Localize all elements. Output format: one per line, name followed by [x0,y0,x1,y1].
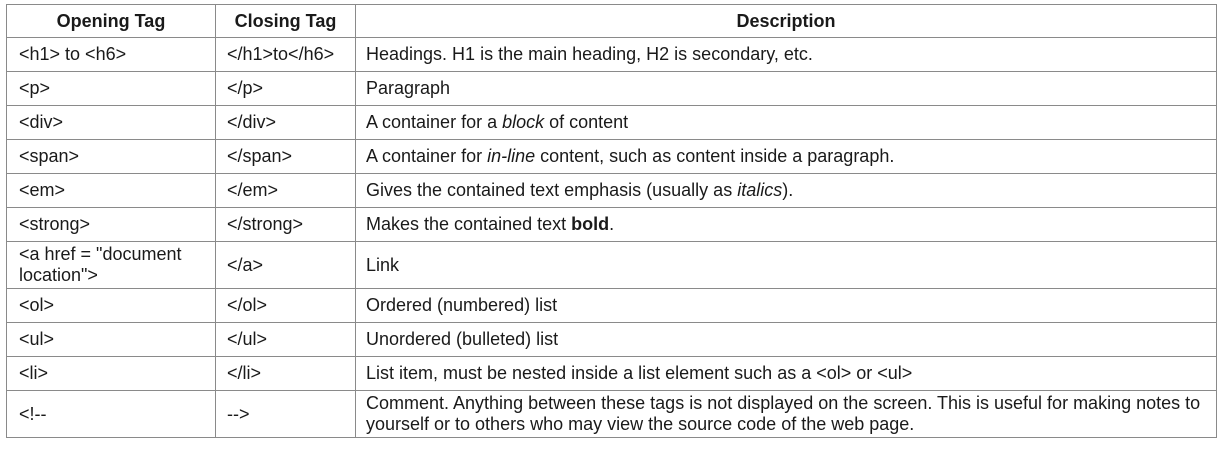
closing-tag-cell: </span> [215,139,356,174]
table-row: <a href = "document location"> </a> Link [6,241,1217,289]
closing-tag-cell: </ul> [215,322,356,357]
table-row: <ol> </ol> Ordered (numbered) list [6,288,1217,323]
opening-tag-cell: <div> [6,105,216,140]
closing-tag-cell: </ol> [215,288,356,323]
description-cell: Makes the contained text bold. [355,207,1217,242]
description-text: . [609,214,615,234]
description-text: content, such as content inside a paragr… [535,146,895,166]
description-cell: List item, must be nested inside a list … [355,356,1217,391]
description-cell: Link [355,241,1217,289]
table-row: <ul> </ul> Unordered (bulleted) list [6,322,1217,357]
table-row: <span> </span> A container for in-line c… [6,139,1217,174]
description-cell: Comment. Anything between these tags is … [355,390,1217,438]
table-row: <!-- --> Comment. Anything between these… [6,390,1217,438]
closing-tag-cell: </strong> [215,207,356,242]
closing-tag-cell: </div> [215,105,356,140]
table-row: <div> </div> A container for a block of … [6,105,1217,140]
closing-tag-cell: </p> [215,71,356,106]
header-description: Description [355,4,1217,38]
opening-tag-cell: <strong> [6,207,216,242]
header-closing-tag: Closing Tag [215,4,356,38]
opening-tag-cell: <span> [6,139,216,174]
description-text: Gives the contained text emphasis (usual… [366,180,738,200]
description-cell: A container for in-line content, such as… [355,139,1217,174]
opening-tag-cell: <h1> to <h6> [6,37,216,72]
description-cell: Ordered (numbered) list [355,288,1217,323]
table-row: <h1> to <h6> </h1>to</h6> Headings. H1 i… [6,37,1217,72]
description-text: ). [782,180,794,200]
table-header-row: Opening Tag Closing Tag Description [6,4,1217,38]
table-row: <li> </li> List item, must be nested ins… [6,356,1217,391]
closing-tag-cell: </h1>to</h6> [215,37,356,72]
html-tags-table: Opening Tag Closing Tag Description <h1>… [6,4,1217,438]
opening-tag-cell: <p> [6,71,216,106]
opening-tag-cell: <!-- [6,390,216,438]
description-cell: Gives the contained text emphasis (usual… [355,173,1217,208]
description-italic-text: italics [737,180,783,200]
description-text: of content [544,112,629,132]
description-text: Makes the contained text [366,214,572,234]
description-text: A container for a [366,112,503,132]
table-row: <p> </p> Paragraph [6,71,1217,106]
table-row: <strong> </strong> Makes the contained t… [6,207,1217,242]
description-italic-text: in-line [487,146,536,166]
closing-tag-cell: --> [215,390,356,438]
opening-tag-cell: <ul> [6,322,216,357]
description-cell: Paragraph [355,71,1217,106]
closing-tag-cell: </a> [215,241,356,289]
table-row: <em> </em> Gives the contained text emph… [6,173,1217,208]
description-text: A container for [366,146,488,166]
description-italic-text: block [502,112,545,132]
opening-tag-cell: <a href = "document location"> [6,241,216,289]
opening-tag-cell: <li> [6,356,216,391]
description-cell: Unordered (bulleted) list [355,322,1217,357]
closing-tag-cell: </li> [215,356,356,391]
opening-tag-cell: <em> [6,173,216,208]
description-cell: Headings. H1 is the main heading, H2 is … [355,37,1217,72]
description-bold-text: bold [571,214,610,234]
closing-tag-cell: </em> [215,173,356,208]
opening-tag-cell: <ol> [6,288,216,323]
description-cell: A container for a block of content [355,105,1217,140]
header-opening-tag: Opening Tag [6,4,216,38]
